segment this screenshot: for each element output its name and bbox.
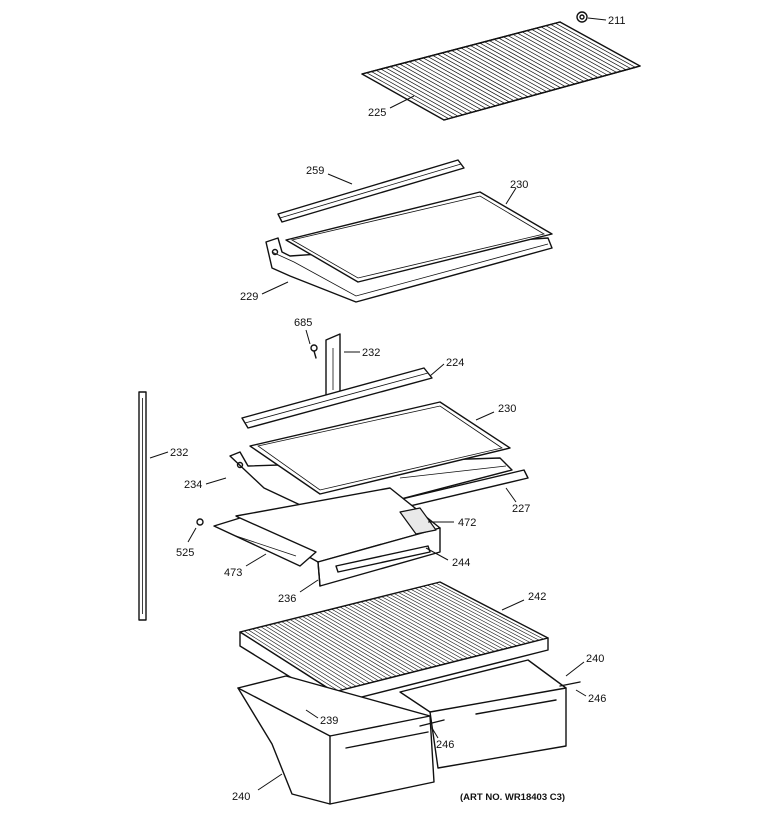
- label-242: 242: [528, 591, 546, 603]
- part-224-front-trim: [241, 367, 433, 429]
- art-number: (ART NO. WR18403 C3): [460, 792, 565, 803]
- label-240-right: 240: [586, 653, 604, 665]
- label-232-center: 232: [362, 347, 380, 359]
- label-525: 525: [176, 547, 194, 559]
- part-472-slide: [399, 507, 437, 535]
- label-685: 685: [294, 317, 312, 329]
- label-224: 224: [446, 357, 464, 369]
- label-232-side: 232: [170, 447, 188, 459]
- part-labels: 211 225 259 230 229 685 232 224 230 232 …: [170, 15, 626, 803]
- label-246-right: 246: [588, 693, 606, 705]
- label-236: 236: [278, 593, 296, 605]
- part-230-glass-middle: [249, 401, 511, 495]
- label-230-middle: 230: [498, 403, 516, 415]
- label-239: 239: [320, 715, 338, 727]
- label-246-left: 246: [436, 739, 454, 751]
- part-525-screw: [196, 518, 204, 526]
- label-230-upper: 230: [510, 179, 528, 191]
- label-211: 211: [608, 15, 626, 27]
- part-246-handle-left: [419, 719, 445, 727]
- part-232-center-rail: [325, 333, 341, 399]
- part-240-right-drawer: [399, 659, 567, 769]
- label-227: 227: [512, 503, 530, 515]
- label-259: 259: [306, 165, 324, 177]
- part-473-pan: [213, 517, 317, 567]
- part-240-left-drawer: [237, 675, 435, 805]
- leader-lines: [149, 17, 607, 791]
- part-685-screw: [310, 344, 318, 359]
- part-225-wire-shelf: [361, 21, 641, 121]
- label-472: 472: [458, 517, 476, 529]
- part-232-side-rail: [138, 391, 147, 621]
- label-473: 473: [224, 567, 242, 579]
- part-246-handle-right: [559, 681, 581, 687]
- part-259-front-trim: [277, 159, 465, 223]
- part-230-glass-upper: [285, 191, 553, 283]
- label-244: 244: [452, 557, 470, 569]
- part-244-rail: [335, 545, 431, 573]
- label-234: 234: [184, 479, 202, 491]
- label-229: 229: [240, 291, 258, 303]
- label-240-left: 240: [232, 791, 250, 803]
- part-211-nut: [576, 11, 588, 23]
- label-225: 225: [368, 107, 386, 119]
